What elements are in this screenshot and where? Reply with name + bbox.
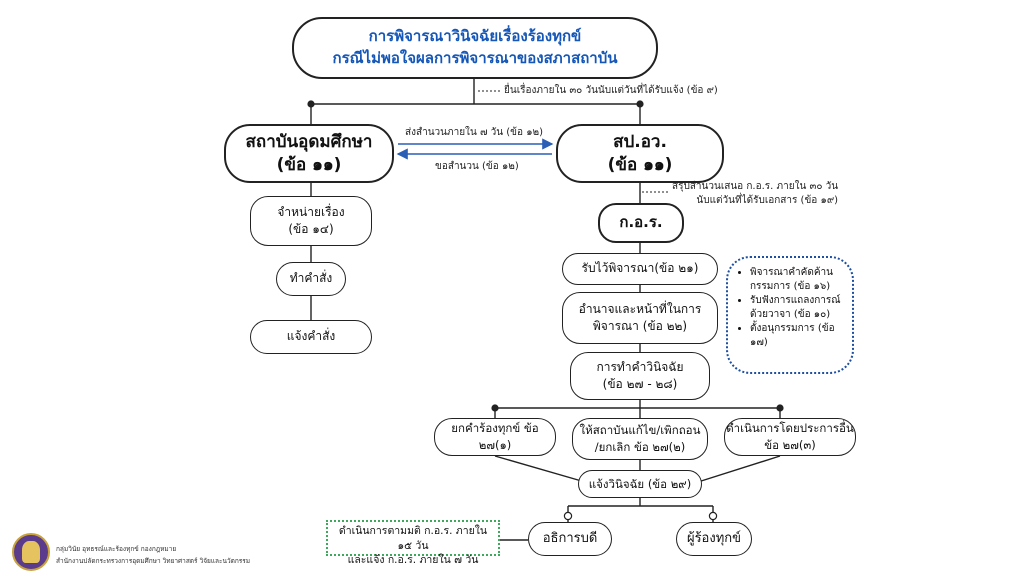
title-line-2: กรณีไม่พอใจผลการพิจารณาของสภาสถาบัน xyxy=(332,49,618,67)
footer-line-2: สำนักงานปลัดกระทรวงการอุดมศึกษา วิทยาศาส… xyxy=(56,557,251,565)
consideration-item: พิจารณาคำคัดค้าน กรรมการ (ข้อ ๑๖) xyxy=(750,266,846,293)
institution-node: สถาบันอุดมศึกษา (ข้อ ๑๑) xyxy=(224,124,394,183)
make-order-node: ทำคำสั่ง xyxy=(276,262,346,296)
summary-note: สรุปสำนวนเสนอ ก.อ.ร. ภายใน ๓๐ วัน นับแต่… xyxy=(672,180,838,207)
president-node: อธิการบดี xyxy=(528,522,612,556)
send-file-note: ส่งสำนวนภายใน ๗ วัน (ข้อ ๑๒) xyxy=(405,127,544,138)
diagram-title-box: การพิจารณาวินิจฉัยเรื่องร้องทุกข์ กรณีไม… xyxy=(292,17,658,79)
correct-node: ให้สถาบันแก้ไข/เพิกถอน /ยกเลิก ข้อ ๒๗(๒) xyxy=(572,418,708,460)
file-within-note: ยื่นเรื่องภายใน ๓๐ วันนับแต่วันที่ได้รับ… xyxy=(504,85,718,96)
notify-ruling-label: แจ้งวินิจฉัย (ข้อ ๒๙) xyxy=(588,476,692,491)
ministry-logo-icon xyxy=(12,533,50,571)
accept-node: รับไว้พิจารณา(ข้อ ๒๑) xyxy=(562,253,718,285)
consideration-item: รับฟังการแถลงการณ์ ด้วยวาจา (ข้อ ๑๐) xyxy=(750,294,846,321)
other-line-2: ข้อ ๒๗(๓) xyxy=(764,438,816,452)
consideration-item: ตั้งอนุกรรมการ (ข้อ ๑๗) xyxy=(750,322,846,349)
sporw-node: สป.อว. (ข้อ ๑๑) xyxy=(556,124,724,183)
consideration-1-line-1: พิจารณาคำคัดค้าน xyxy=(750,267,833,278)
institution-label: สถาบันอุดมศึกษา xyxy=(245,131,373,152)
consideration-3-line-1: ตั้งอนุกรรมการ (ข้อ ๑๗) xyxy=(750,323,835,348)
notify-order-node: แจ้งคำสั่ง xyxy=(250,320,372,354)
implementation-line-2: และแจ้ง ก.อ.ร. ภายใน ๗ วัน xyxy=(347,554,479,567)
summary-line-2: นับแต่วันที่ได้รับเอกสาร (ข้อ ๑๙) xyxy=(696,194,839,206)
footer-line-1: กลุ่มวินัย อุทธรณ์และร้องทุกข์ กองกฎหมาย xyxy=(56,545,177,553)
correct-line-2: /ยกเลิก ข้อ ๒๗(๒) xyxy=(594,440,686,454)
notify-ruling-node: แจ้งวินิจฉัย (ข้อ ๒๙) xyxy=(578,470,702,498)
other-line-1: ดำเนินการโดยประการอื่น xyxy=(726,421,854,436)
kor-label: ก.อ.ร. xyxy=(619,213,663,232)
kor-node: ก.อ.ร. xyxy=(598,203,684,243)
dispose-node: จำหน่ายเรื่อง (ข้อ ๑๔) xyxy=(250,196,372,246)
ruling-line-2: (ข้อ ๒๗ - ๒๘) xyxy=(602,377,678,391)
request-file-note: ขอสำนวน (ข้อ ๑๒) xyxy=(435,161,519,172)
ruling-node: การทำคำวินิจฉัย (ข้อ ๒๗ - ๒๘) xyxy=(570,352,710,400)
dispose-label: จำหน่ายเรื่อง xyxy=(277,204,345,219)
sporw-clause: (ข้อ ๑๑) xyxy=(607,154,673,175)
authority-line-1: อำนาจและหน้าที่ในการ xyxy=(578,301,702,316)
implementation-note: ดำเนินการตามมติ ก.อ.ร. ภายใน ๑๕ วัน และแ… xyxy=(326,520,500,566)
correct-line-1: ให้สถาบันแก้ไข/เพิกถอน xyxy=(579,423,701,438)
consideration-2-line-1: รับฟังการแถลงการณ์ xyxy=(750,295,841,306)
ruling-line-1: การทำคำวินิจฉัย xyxy=(596,359,684,374)
institution-clause: (ข้อ ๑๑) xyxy=(276,154,342,175)
title-line-1: การพิจารณาวินิจฉัยเรื่องร้องทุกข์ xyxy=(368,27,582,46)
implementation-line-1: ดำเนินการตามมติ ก.อ.ร. ภายใน ๑๕ วัน xyxy=(338,525,488,552)
sporw-label: สป.อว. xyxy=(613,131,667,152)
accept-label: รับไว้พิจารณา(ข้อ ๒๑) xyxy=(581,261,699,276)
summary-line-1: สรุปสำนวนเสนอ ก.อ.ร. ภายใน ๓๐ วัน xyxy=(672,181,839,192)
authority-line-2: พิจารณา (ข้อ ๒๒) xyxy=(592,319,688,333)
dispose-clause: (ข้อ ๑๔) xyxy=(288,222,334,236)
dismiss-node: ยกคำร้องทุกข์ ข้อ ๒๗(๑) xyxy=(434,418,556,456)
consideration-2-line-2: ด้วยวาจา (ข้อ ๑๐) xyxy=(750,308,831,320)
authority-node: อำนาจและหน้าที่ในการ พิจารณา (ข้อ ๒๒) xyxy=(562,292,718,344)
dismiss-label: ยกคำร้องทุกข์ ข้อ ๒๗(๑) xyxy=(451,421,539,452)
make-order-label: ทำคำสั่ง xyxy=(289,271,333,286)
other-action-node: ดำเนินการโดยประการอื่น ข้อ ๒๗(๓) xyxy=(724,418,856,456)
considerations-note: พิจารณาคำคัดค้าน กรรมการ (ข้อ ๑๖) รับฟัง… xyxy=(726,256,854,374)
petitioner-node: ผู้ร้องทุกข์ xyxy=(676,522,752,556)
consideration-1-line-2: กรรมการ (ข้อ ๑๖) xyxy=(750,280,831,292)
notify-order-label: แจ้งคำสั่ง xyxy=(286,329,336,344)
president-label: อธิการบดี xyxy=(542,530,598,546)
petitioner-label: ผู้ร้องทุกข์ xyxy=(686,530,742,546)
